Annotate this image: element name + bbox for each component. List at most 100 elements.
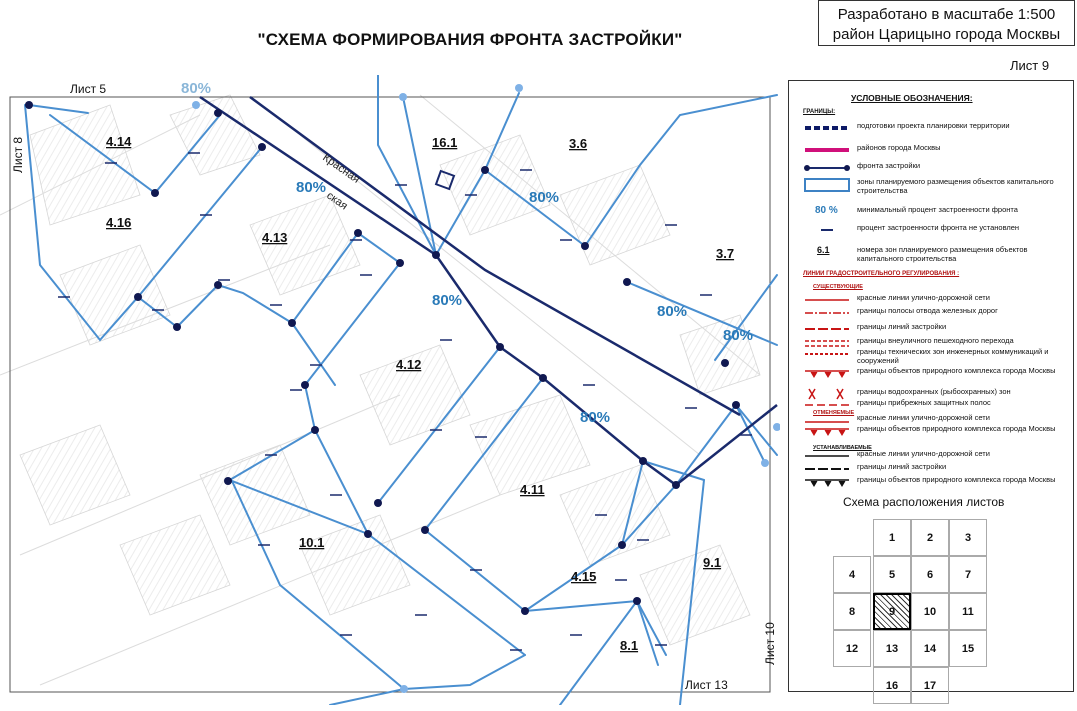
legend-text: красные линии улично-дорожной сети bbox=[857, 293, 990, 302]
new-building-line-icon bbox=[805, 468, 849, 470]
existing-heading: СУЩЕСТВУЮЩИЕ bbox=[813, 284, 863, 290]
tech-zone-icon bbox=[805, 353, 849, 355]
pedestrian-border-icon bbox=[805, 340, 849, 347]
zone-label[interactable]: 3.6 bbox=[569, 136, 587, 151]
legend-text: границы полосы отвода железных дорог bbox=[857, 306, 998, 315]
front-ticks bbox=[58, 152, 752, 651]
sheet-cell[interactable]: 3 bbox=[949, 519, 987, 556]
legend-text: границы объектов природного комплекса го… bbox=[857, 366, 1056, 375]
sheet-cell[interactable]: 16 bbox=[873, 667, 911, 704]
cancelled-heading: ОТМЕНЯЕМЫЕ bbox=[813, 410, 855, 416]
nature-border-icon bbox=[805, 370, 849, 378]
rail-border-icon bbox=[805, 312, 849, 314]
legend-panel: УСЛОВНЫЕ ОБОЗНАЧЕНИЯ: ГРАНИЦЫ: подготовк… bbox=[788, 80, 1074, 704]
water-zone-icon bbox=[808, 388, 844, 400]
map-canvas[interactable]: Лист 5 Лист 8 Лист 10 Лист 13 Красная ск… bbox=[0, 75, 780, 705]
sheet-cell[interactable]: 13 bbox=[873, 630, 911, 667]
legend-text: подготовки проекта планировки территории bbox=[857, 121, 1010, 130]
page-title: "СХЕМА ФОРМИРОВАНИЯ ФРОНТА ЗАСТРОЙКИ" bbox=[257, 30, 683, 49]
percent-label: 80% bbox=[580, 409, 610, 426]
new-red-line-icon bbox=[805, 455, 849, 457]
dashed-border-icon bbox=[805, 126, 849, 130]
legend-text: районов города Москвы bbox=[857, 143, 941, 152]
percent-symbol: 80 % bbox=[815, 205, 838, 216]
legend-text: красные линии улично-дорожной сети bbox=[857, 449, 990, 458]
legend-boundaries-heading: ГРАНИЦЫ: bbox=[803, 109, 836, 115]
zone-label[interactable]: 4.11 bbox=[520, 482, 545, 497]
legend-text: границы водоохранных (рыбоохранных) зон bbox=[857, 387, 1011, 396]
legend-text: зоны планируемого размещения объектов ка… bbox=[857, 177, 1054, 195]
sheet-cell[interactable]: 4 bbox=[833, 556, 871, 593]
legend-text: минимальный процент застроенности фронта bbox=[857, 205, 1018, 214]
zone-label[interactable]: 4.13 bbox=[262, 230, 287, 245]
zone-label[interactable]: 4.16 bbox=[106, 215, 131, 230]
percent-label: 80% bbox=[529, 189, 559, 206]
object-marker bbox=[434, 169, 456, 191]
scale-info-box: Разработано в масштабе 1:500 район Цариц… bbox=[818, 0, 1075, 46]
sheet-cell[interactable]: 10 bbox=[911, 593, 949, 630]
shore-strip-icon bbox=[805, 404, 849, 406]
regulation-heading: ЛИНИИ ГРАДОСТРОИТЕЛЬНОГО РЕГУЛИРОВАНИЯ : bbox=[803, 271, 960, 277]
legend-text: красные линии улично-дорожной сети bbox=[857, 413, 990, 422]
current-sheet-cell[interactable]: 9 bbox=[873, 593, 911, 630]
building-line-icon bbox=[805, 328, 849, 330]
front-line-icon bbox=[804, 165, 850, 171]
legend-text: фронта застройки bbox=[857, 161, 921, 170]
sheet-cell[interactable]: 1 bbox=[873, 519, 911, 556]
scale-line: Разработано в масштабе 1:500 bbox=[837, 6, 1056, 23]
zone-number-symbol: 6.1 bbox=[817, 245, 830, 255]
legend-text: границы объектов природного комплекса го… bbox=[857, 475, 1056, 484]
sheet-cell[interactable]: 5 bbox=[873, 556, 911, 593]
percent-label: 80% bbox=[723, 327, 753, 344]
cancelled-nature-icon bbox=[805, 428, 849, 436]
legend-text: границы технических зон инженерных комму… bbox=[857, 347, 1049, 365]
legend-text: границы линий застройки bbox=[857, 322, 947, 331]
legend-text: границы объектов природного комплекса го… bbox=[857, 424, 1056, 433]
percent-label: 80% bbox=[432, 292, 462, 309]
sheet-number: Лист 9 bbox=[1010, 58, 1050, 73]
sheet-scheme-title: Схема расположения листов bbox=[843, 495, 1005, 509]
zone-label[interactable]: 16.1 bbox=[432, 135, 457, 150]
district-border-icon bbox=[805, 148, 849, 152]
zone-label[interactable]: 9.1 bbox=[703, 555, 721, 570]
sheet-cell[interactable]: 7 bbox=[949, 556, 987, 593]
zone-label[interactable]: 4.12 bbox=[396, 357, 421, 372]
front-nodes bbox=[25, 101, 740, 615]
new-nature-border-icon bbox=[805, 479, 849, 487]
sheet-ref-bottom[interactable]: Лист 13 bbox=[685, 678, 728, 692]
boundary-nodes bbox=[192, 84, 780, 693]
background-buildings bbox=[19, 94, 761, 646]
legend-text: границы внеуличного пешеходного перехода bbox=[857, 336, 1014, 345]
sheet-cell[interactable]: 17 bbox=[911, 667, 949, 704]
legend-text: границы прибрежных защитных полос bbox=[857, 398, 991, 407]
zone-label[interactable]: 3.7 bbox=[716, 246, 734, 261]
cancelled-red-line-icon bbox=[805, 421, 849, 423]
sheet-cell[interactable]: 12 bbox=[833, 630, 871, 667]
sheet-ref-right[interactable]: Лист 10 bbox=[763, 622, 777, 665]
percent-label: 80% bbox=[657, 303, 687, 320]
sheet-cell[interactable]: 2 bbox=[911, 519, 949, 556]
legend-title: УСЛОВНЫЕ ОБОЗНАЧЕНИЯ: bbox=[851, 93, 973, 103]
zone-label[interactable]: 8.1 bbox=[620, 638, 638, 653]
zone-label[interactable]: 4.15 bbox=[571, 569, 596, 584]
sheet-cell[interactable]: 6 bbox=[911, 556, 949, 593]
sheet-cell[interactable]: 14 bbox=[911, 630, 949, 667]
percent-label: 80% bbox=[296, 179, 326, 196]
established-heading: УСТАНАВЛИВАЕМЫЕ bbox=[813, 445, 872, 451]
sheet-cell[interactable]: 11 bbox=[949, 593, 987, 630]
sheet-cell[interactable]: 8 bbox=[833, 593, 871, 630]
percent-label: 80% bbox=[181, 80, 211, 97]
red-line-icon bbox=[805, 299, 849, 301]
zone-boundaries bbox=[24, 75, 778, 705]
legend-text: границы линий застройки bbox=[857, 462, 947, 471]
district-line: район Царицыно города Москвы bbox=[832, 26, 1061, 43]
zone-label[interactable]: 10.1 bbox=[299, 535, 324, 550]
legend-text: номера зон планируемого размещения объек… bbox=[857, 245, 1028, 263]
zone-label[interactable]: 4.14 bbox=[106, 134, 132, 149]
legend-text: процент застроенности фронта не установл… bbox=[857, 223, 1020, 232]
sheet-ref-left[interactable]: Лист 8 bbox=[11, 137, 25, 173]
sheet-cell[interactable]: 15 bbox=[949, 630, 987, 667]
tick-icon bbox=[821, 229, 833, 231]
zone-box-icon bbox=[804, 178, 850, 192]
sheet-ref-top[interactable]: Лист 5 bbox=[70, 82, 106, 96]
